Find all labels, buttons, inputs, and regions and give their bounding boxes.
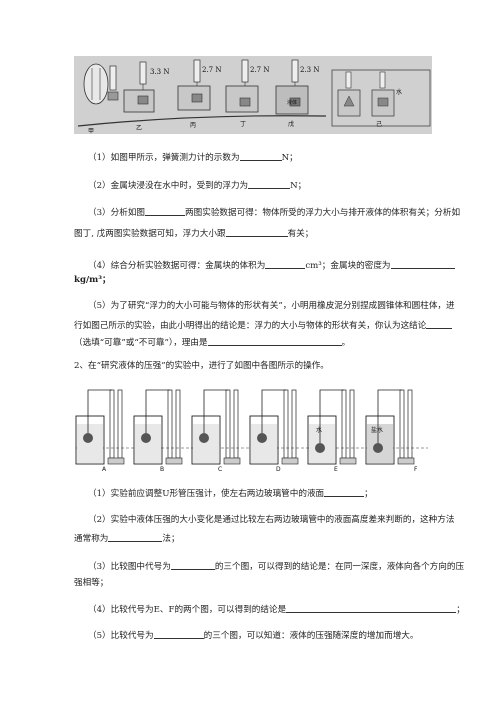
reading-wu: 2.3 N	[300, 66, 319, 74]
p1-q3-blank-b[interactable]	[225, 227, 288, 237]
p1-q4-blank-a[interactable]	[265, 259, 306, 269]
reading-bing: 2.7 N	[202, 66, 221, 74]
p1-q3-text-b: 两图实验数据可得：物体所受的浮力大小与排开液体的体积有关；分析如	[185, 208, 461, 218]
p1-q1: （1）如图甲所示，弹簧测力计的示数为 N；	[88, 151, 298, 164]
figure-label-c: C	[218, 466, 222, 472]
p2-q2-text-c: 法；	[162, 534, 180, 544]
p1-q3-blank-a[interactable]	[145, 206, 186, 216]
p2-q3-line2: 强相等；	[74, 578, 108, 589]
manometer-e	[307, 389, 357, 465]
p2-q3-text-a: （3）比较图中代号为	[88, 562, 171, 572]
manometer-a	[75, 389, 125, 465]
p1-q4-blank-b[interactable]	[390, 259, 455, 269]
reading-ding: 2.7 N	[250, 66, 269, 74]
p1-q5-line3: （选填“可靠”或“不可靠”），理由是 。	[74, 336, 350, 349]
p1-q5-line2: 行如图己所示的实验，由此小明得出的结论是：浮力的大小与物体的形状有关，你认为这结…	[74, 319, 453, 332]
p1-q1-blank[interactable]	[239, 151, 282, 161]
p1-q5-text-a: （5）为了研究“浮力的大小可能与物体的形状有关”，小明用橡皮泥分别捏成圆锥体和圆…	[88, 301, 455, 311]
p2-q3-line1: （3）比较图中代号为 的三个图，可以得到的结论是：在同一深度，液体向各个方向的压	[88, 560, 464, 573]
p2-q4-blank[interactable]	[286, 603, 457, 613]
p2-q3-text-c: 强相等；	[74, 578, 109, 588]
p1-q3-text-c: 图丁, 戊两图实验数据可知，浮力大小跟	[74, 229, 226, 239]
p1-q2-blank[interactable]	[248, 179, 291, 189]
p1-q1-text: （1）如图甲所示，弹簧测力计的示数为	[88, 153, 240, 163]
manometer-c	[191, 389, 241, 465]
p2-q4: （4）比较代号为E、F的两个图，可以得到的结论是 ；	[88, 603, 465, 616]
p2-q4-end: ；	[456, 605, 465, 615]
p2-q3-text-b: 的三个图，可以得到的结论是：在同一深度，液体向各个方向的压	[214, 562, 465, 572]
p1-q5-line1: （5）为了研究“浮力的大小可能与物体的形状有关”，小明用橡皮泥分别捏成圆锥体和圆…	[88, 301, 455, 312]
p2-q2-blank[interactable]	[108, 532, 163, 542]
p1-q3-text-a: （3）分析如图	[88, 208, 146, 218]
p2-q5-blank[interactable]	[153, 629, 204, 639]
p1-q5-text-d: 。	[341, 338, 351, 348]
p1-q2: （2）金属块浸没在水中时，受到的浮力为 N；	[88, 179, 306, 192]
figure-label-e: E	[334, 466, 338, 472]
p2-q1-blank[interactable]	[324, 487, 365, 497]
figure-label-jia: 甲	[88, 128, 94, 134]
p1-q5-text-b: 行如图己所示的实验，由此小明得出的结论是：浮力的大小与物体的形状有关，你认为这结…	[74, 321, 427, 331]
brine-label-f: 盐水	[371, 426, 383, 434]
p2-intro: 2、在“研究液体的压强”的实验中，进行了如图中各图所示的操作。	[74, 361, 329, 372]
p1-q4-line1: （4）综合分析实验数据可得：金属块的体积为 cm³；金属块的密度为	[88, 259, 455, 272]
p2-q1-text: （1）实验前应调整U形管压强计，使左右两边玻璃管中的液面	[88, 489, 325, 499]
p2-q2-text-b: 通常称为	[74, 534, 109, 544]
p1-q4-text-a: （4）综合分析实验数据可得：金属块的体积为	[88, 261, 266, 271]
p2-q5: （5）比较代号为 的三个图，可以知道：液体的压强随深度的增加而增大。	[88, 629, 418, 642]
buoyancy-experiment-figure: 3.3 N 2.7 N 2.7 N 2.3 N 液体 水 甲 乙 丙 丁 戊 己	[74, 56, 432, 134]
p1-q5-blank-b[interactable]	[207, 336, 342, 346]
pressure-experiment-figure: 水 盐水 A B C D E F	[72, 386, 432, 472]
manometer-f	[365, 389, 415, 465]
p1-q2-unit: N；	[290, 181, 307, 191]
p2-q2-line2: 通常称为 法；	[74, 532, 180, 545]
p1-q3-line1: （3）分析如图 两图实验数据可得：物体所受的浮力大小与排开液体的体积有关；分析如	[88, 206, 460, 219]
figure-label-wu: 戊	[288, 120, 294, 128]
p1-q4-unit: kg/m³；	[74, 275, 111, 285]
p2-q2-text-a: （2）实验中液体压强的大小变化是通过比较左右两边玻璃管中的液面高度差来判断的，这…	[88, 515, 455, 525]
figure-label-bing: 丙	[190, 122, 196, 129]
p2-q1-end: ；	[364, 489, 373, 499]
p1-q1-unit: N；	[281, 153, 298, 163]
p1-q5-blank-a[interactable]	[426, 319, 453, 329]
figure-label-a: A	[102, 466, 107, 472]
p1-q4-text-b: cm³；金属块的密度为	[305, 261, 391, 271]
water-label-ji: 水	[396, 88, 402, 96]
p1-q3-line2: 图丁, 戊两图实验数据可知，浮力大小跟 有关；	[74, 227, 313, 240]
p2-q3-blank[interactable]	[170, 560, 215, 570]
manometer-d	[249, 389, 299, 465]
water-label-e: 水	[316, 426, 322, 434]
p2-q1: （1）实验前应调整U形管压强计，使左右两边玻璃管中的液面 ；	[88, 487, 373, 500]
p1-q4-line2: kg/m³；	[74, 275, 111, 286]
liquid-label: 液体	[287, 99, 297, 106]
figure-label-d: D	[276, 466, 281, 472]
manometer-b	[133, 389, 183, 465]
buoyancy-figure-drawing: 3.3 N 2.7 N 2.7 N 2.3 N 液体 水 甲 乙 丙 丁 戊 己	[74, 56, 432, 134]
p2-q2-line1: （2）实验中液体压强的大小变化是通过比较左右两边玻璃管中的液面高度差来判断的，这…	[88, 515, 454, 526]
p2-q4-text: （4）比较代号为E、F的两个图，可以得到的结论是	[88, 605, 287, 615]
p1-q5-text-c: （选填“可靠”或“不可靠”），理由是	[74, 338, 208, 348]
figure-label-ding: 丁	[240, 121, 246, 128]
pressure-figure-drawing: 水 盐水 A B C D E F	[75, 389, 428, 472]
p1-q2-text: （2）金属块浸没在水中时，受到的浮力为	[88, 181, 249, 191]
figure-label-ji: 己	[376, 121, 382, 128]
reading-yi: 3.3 N	[150, 68, 169, 76]
p2-q5-text-a: （5）比较代号为	[88, 631, 154, 641]
figure-label-yi: 乙	[136, 125, 142, 132]
p2-q5-text-b: 的三个图，可以知道：液体的压强随深度的增加而增大。	[203, 631, 419, 641]
p1-q3-text-d: 有关；	[287, 229, 314, 239]
p2-intro-text: 2、在“研究液体的压强”的实验中，进行了如图中各图所示的操作。	[74, 361, 329, 371]
figure-label-b: B	[160, 466, 164, 472]
figure-label-f: F	[414, 466, 418, 472]
